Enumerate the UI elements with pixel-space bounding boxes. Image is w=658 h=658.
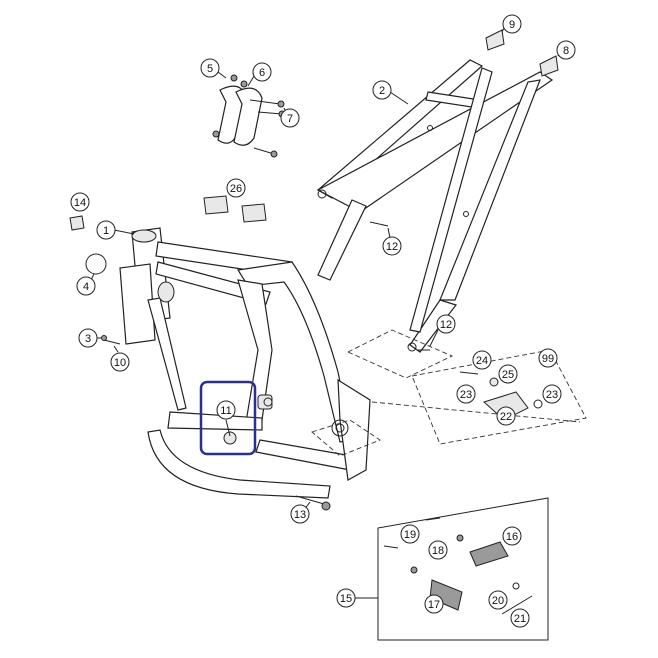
svg-text:5: 5 (207, 63, 213, 75)
svg-text:19: 19 (404, 529, 416, 541)
callout-7[interactable]: 7 (280, 107, 300, 128)
callout-11[interactable]: 11 (216, 400, 236, 437)
bolt-12-upper (369, 221, 389, 227)
svg-text:22: 22 (500, 411, 512, 423)
brackets-5-6 (212, 74, 286, 158)
svg-text:2: 2 (379, 85, 385, 97)
callout-26[interactable]: 26 (226, 178, 246, 198)
callout-22[interactable]: 22 (496, 406, 516, 426)
svg-text:17: 17 (428, 599, 440, 611)
svg-text:23: 23 (546, 389, 558, 401)
svg-text:18: 18 (432, 545, 444, 557)
callout-18[interactable]: 18 (428, 540, 448, 560)
callout-12-upper[interactable]: 12 (382, 227, 402, 256)
main-frame (119, 227, 371, 499)
svg-text:3: 3 (85, 333, 91, 345)
plug-14 (69, 215, 85, 231)
bushing-9 (485, 29, 505, 51)
svg-text:25: 25 (502, 369, 514, 381)
callout-2[interactable]: 2 (372, 80, 409, 105)
callout-19[interactable]: 19 (400, 524, 420, 544)
callout-13[interactable]: 13 (290, 501, 311, 524)
svg-text:13: 13 (294, 509, 306, 521)
svg-text:12: 12 (440, 319, 452, 331)
svg-text:8: 8 (563, 45, 569, 57)
bolt-13 (295, 495, 331, 511)
svg-text:4: 4 (83, 281, 89, 293)
svg-text:16: 16 (506, 531, 518, 543)
svg-text:1: 1 (103, 225, 109, 237)
callout-6[interactable]: 6 (247, 62, 272, 87)
guards-26 (203, 195, 267, 223)
svg-text:24: 24 (476, 355, 488, 367)
callout-9[interactable]: 9 (501, 14, 522, 34)
svg-text:15: 15 (340, 593, 352, 605)
svg-text:21: 21 (514, 613, 526, 625)
svg-text:20: 20 (492, 595, 504, 607)
callout-99[interactable]: 99 (538, 348, 558, 368)
callouts: 9 8 2 5 6 7 26 (70, 14, 576, 628)
svg-text:11: 11 (220, 405, 231, 417)
screw-10 (101, 335, 121, 345)
svg-text:6: 6 (259, 67, 265, 79)
svg-text:10: 10 (114, 357, 126, 369)
callout-23-left[interactable]: 23 (456, 384, 476, 404)
callout-25[interactable]: 25 (498, 364, 518, 384)
callout-16[interactable]: 16 (502, 526, 522, 546)
svg-text:12: 12 (386, 241, 398, 253)
callout-23-right[interactable]: 23 (542, 384, 562, 404)
svg-text:9: 9 (509, 19, 515, 31)
callout-20[interactable]: 20 (488, 590, 508, 610)
callout-10[interactable]: 10 (110, 345, 130, 372)
callout-3[interactable]: 3 (78, 328, 102, 348)
callout-17[interactable]: 17 (424, 594, 444, 614)
callout-8[interactable]: 8 (556, 40, 576, 60)
svg-text:26: 26 (230, 183, 242, 195)
callout-14[interactable]: 14 (70, 192, 90, 212)
ring-4 (85, 253, 107, 275)
subframe (316, 59, 554, 353)
svg-text:14: 14 (74, 197, 86, 209)
callout-1[interactable]: 1 (96, 220, 135, 240)
dashed-leaders (311, 329, 587, 457)
footrest-kit-15 (377, 497, 549, 641)
svg-text:23: 23 (460, 389, 472, 401)
svg-text:7: 7 (287, 113, 293, 125)
callout-15[interactable]: 15 (336, 588, 378, 608)
svg-text:99: 99 (542, 353, 554, 365)
callout-24[interactable]: 24 (472, 350, 492, 370)
callout-5[interactable]: 5 (200, 58, 227, 79)
callout-21[interactable]: 21 (510, 608, 530, 628)
callout-12-lower[interactable]: 12 (429, 314, 456, 347)
highlight-box (199, 380, 257, 456)
bushing-8 (539, 55, 559, 77)
callout-4[interactable]: 4 (76, 273, 96, 296)
